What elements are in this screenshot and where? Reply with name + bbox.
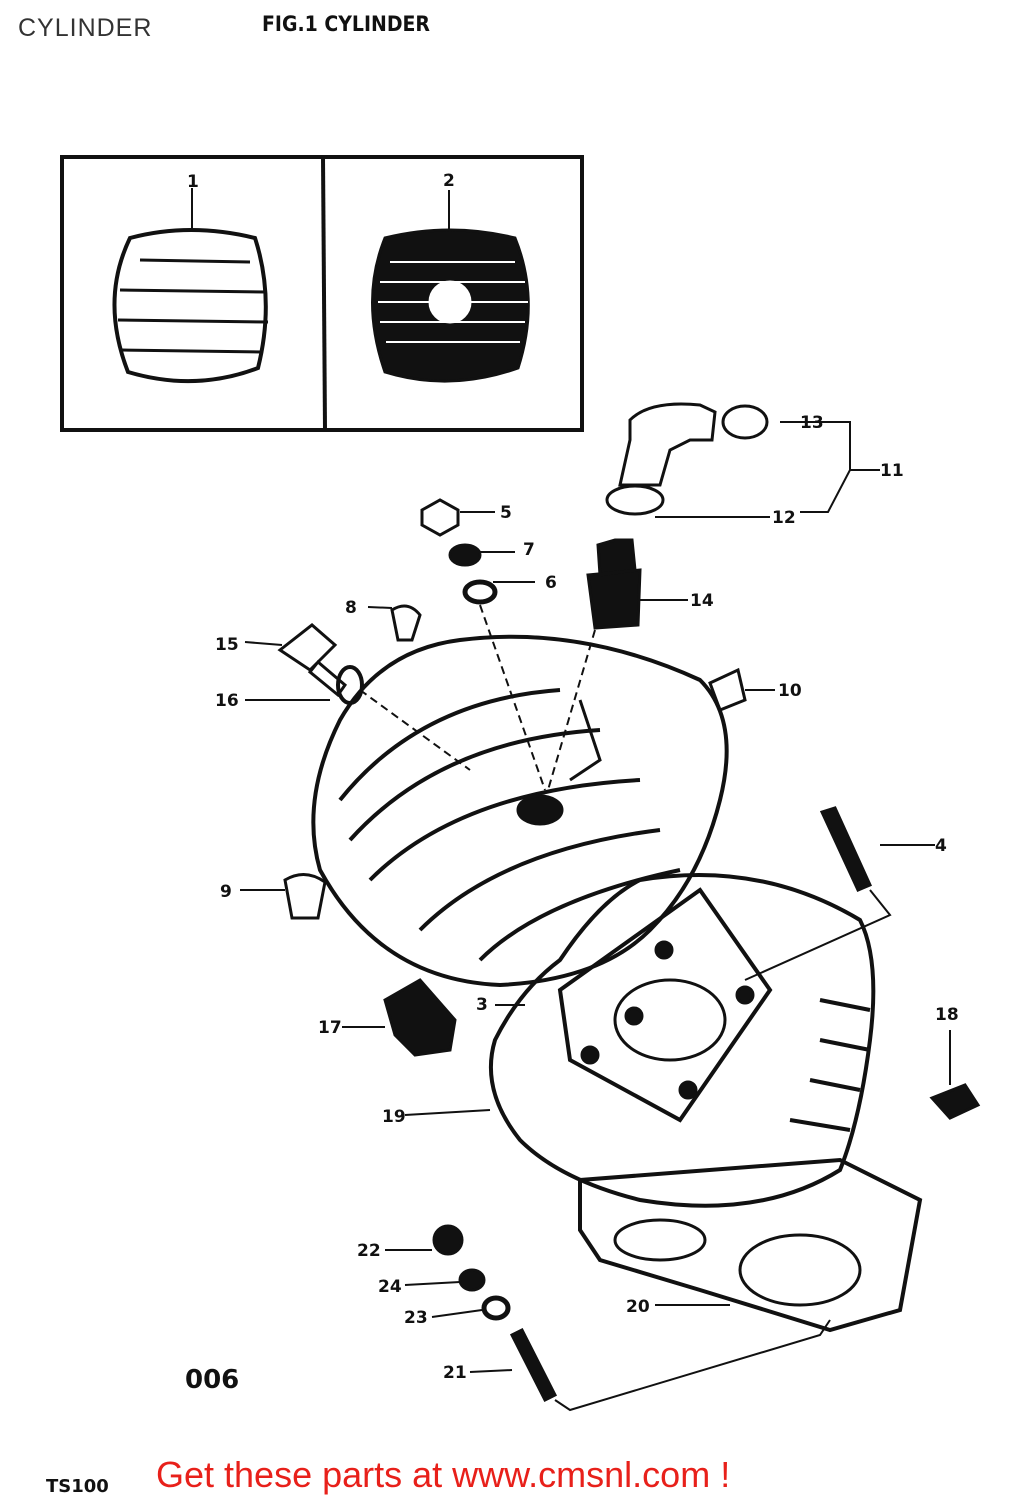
callout-15: 15 [215, 635, 239, 655]
callout-16: 16 [215, 691, 239, 711]
callout-17: 17 [318, 1018, 342, 1038]
callout-24: 24 [378, 1277, 402, 1297]
plug-cap [618, 402, 717, 487]
figure-title: FIG.1 CYLINDER [262, 12, 430, 36]
callout-8: 8 [345, 598, 357, 618]
cylinder-head-variant-1 [112, 228, 268, 384]
callout-3: 3 [476, 995, 488, 1015]
inset-box [60, 155, 584, 432]
page-title: CYLINDER [18, 14, 153, 42]
callout-23: 23 [404, 1308, 428, 1328]
promo-link[interactable]: Get these parts at www.cmsnl.com ! [156, 1454, 731, 1495]
diagram-drawing [60, 155, 981, 1412]
callout-12: 12 [772, 508, 796, 528]
bolt-15 [277, 623, 348, 698]
callout-19: 19 [382, 1107, 406, 1127]
plug-cap-boot [605, 484, 665, 516]
callout-14: 14 [690, 591, 714, 611]
callout-6: 6 [545, 573, 557, 593]
callout-21: 21 [443, 1363, 467, 1383]
model-label: TS100 [46, 1476, 109, 1497]
callout-4: 4 [935, 836, 947, 856]
callout-7: 7 [523, 540, 535, 560]
callout-1: 1 [187, 172, 199, 192]
callout-10: 10 [778, 681, 802, 701]
cylinder-body [488, 873, 876, 1208]
callout-9: 9 [220, 882, 232, 902]
cylinder-top-gasket [557, 887, 773, 1123]
callout-labels: 1 2 3 4 5 6 7 8 9 10 11 12 13 14 15 16 1… [187, 171, 959, 1383]
page-code: 006 [185, 1365, 240, 1395]
callout-5: 5 [500, 503, 512, 523]
cylinder-base-gasket [578, 1157, 923, 1333]
nut-5 [420, 498, 460, 537]
callout-20: 20 [626, 1297, 650, 1317]
plug-cap-seal [721, 404, 769, 440]
stud-21 [509, 1327, 558, 1403]
spark-plug [586, 538, 642, 630]
callout-18: 18 [935, 1005, 959, 1025]
callout-2: 2 [443, 171, 455, 191]
part-18 [929, 1083, 981, 1120]
part-17 [383, 978, 457, 1057]
stud-4 [819, 806, 873, 892]
cylinder-head [311, 634, 729, 988]
callout-13: 13 [800, 413, 824, 433]
callout-11: 11 [880, 461, 904, 481]
callout-22: 22 [357, 1241, 381, 1261]
